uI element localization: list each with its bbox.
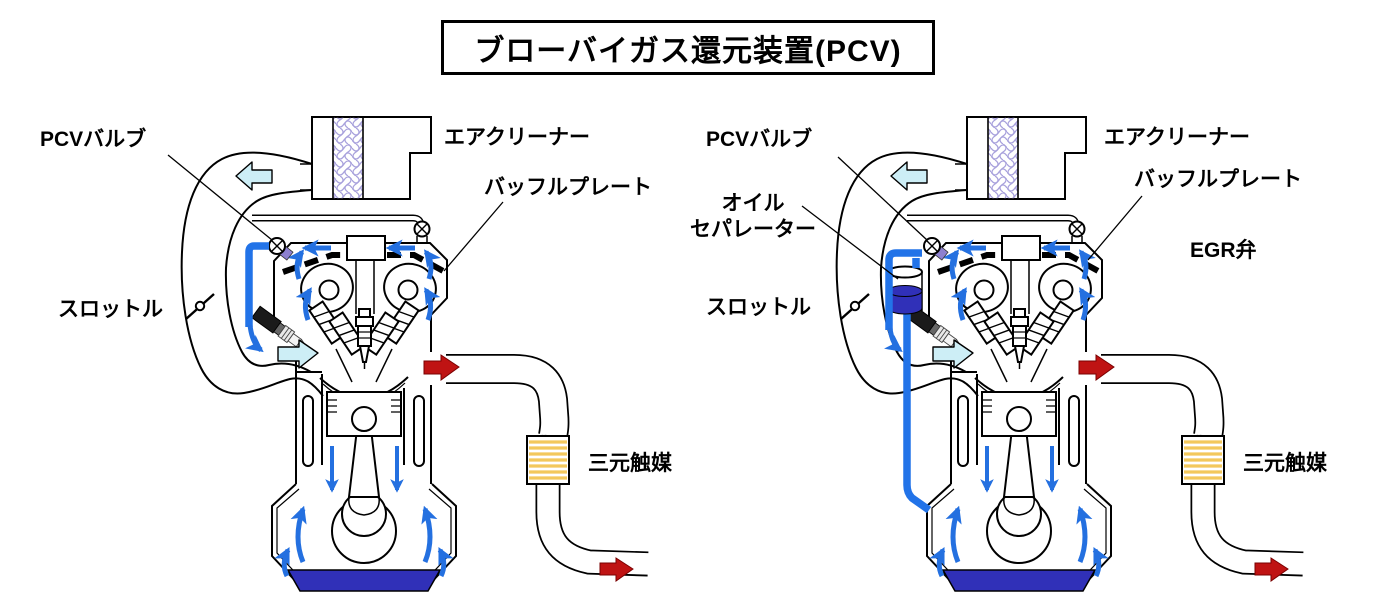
label-baffle-plate-right: バッフルプレート	[1134, 168, 1302, 191]
diagram-title: ブローバイガス還元装置(PCV)	[441, 20, 935, 75]
baffle-plate-pointer-right	[1087, 195, 1143, 261]
oil-separator-pointer	[801, 205, 899, 280]
pcv-outlet-arrow-left	[245, 324, 264, 353]
label-catalyst-right: 三元触媒	[1243, 452, 1327, 475]
pcv-valve-pointer-left	[167, 154, 273, 241]
label-baffle-plate-left: バッフルプレート	[484, 176, 652, 199]
label-oil-separator: オイル セパレーター	[682, 191, 824, 243]
blowby-riser-pipe	[903, 314, 932, 514]
baffle-plate-pointer-left	[443, 201, 504, 272]
pcv-outlet-arrow-right	[884, 327, 903, 353]
label-pcv-valve-left: PCVバルブ	[40, 128, 147, 151]
right-diagram	[801, 117, 1307, 591]
label-pcv-valve-right: PCVバルブ	[706, 128, 813, 151]
label-air-cleaner-right: エアクリーナー	[1104, 126, 1250, 149]
label-throttle-left: スロットル	[58, 298, 163, 321]
pcv-hose-right	[885, 249, 922, 330]
label-oil-separator-line1: オイル	[721, 192, 785, 215]
pcv-hose-left	[245, 242, 269, 327]
label-catalyst-left: 三元触媒	[588, 452, 672, 475]
label-air-cleaner-left: エアクリーナー	[444, 126, 590, 149]
pcv-valve-pointer-right	[837, 156, 928, 241]
label-egr-valve: EGR弁	[1190, 239, 1257, 262]
oil-separator	[887, 265, 923, 315]
left-diagram	[168, 117, 652, 591]
label-throttle-right: スロットル	[706, 296, 811, 319]
label-oil-separator-line2: セパレーター	[690, 218, 816, 241]
